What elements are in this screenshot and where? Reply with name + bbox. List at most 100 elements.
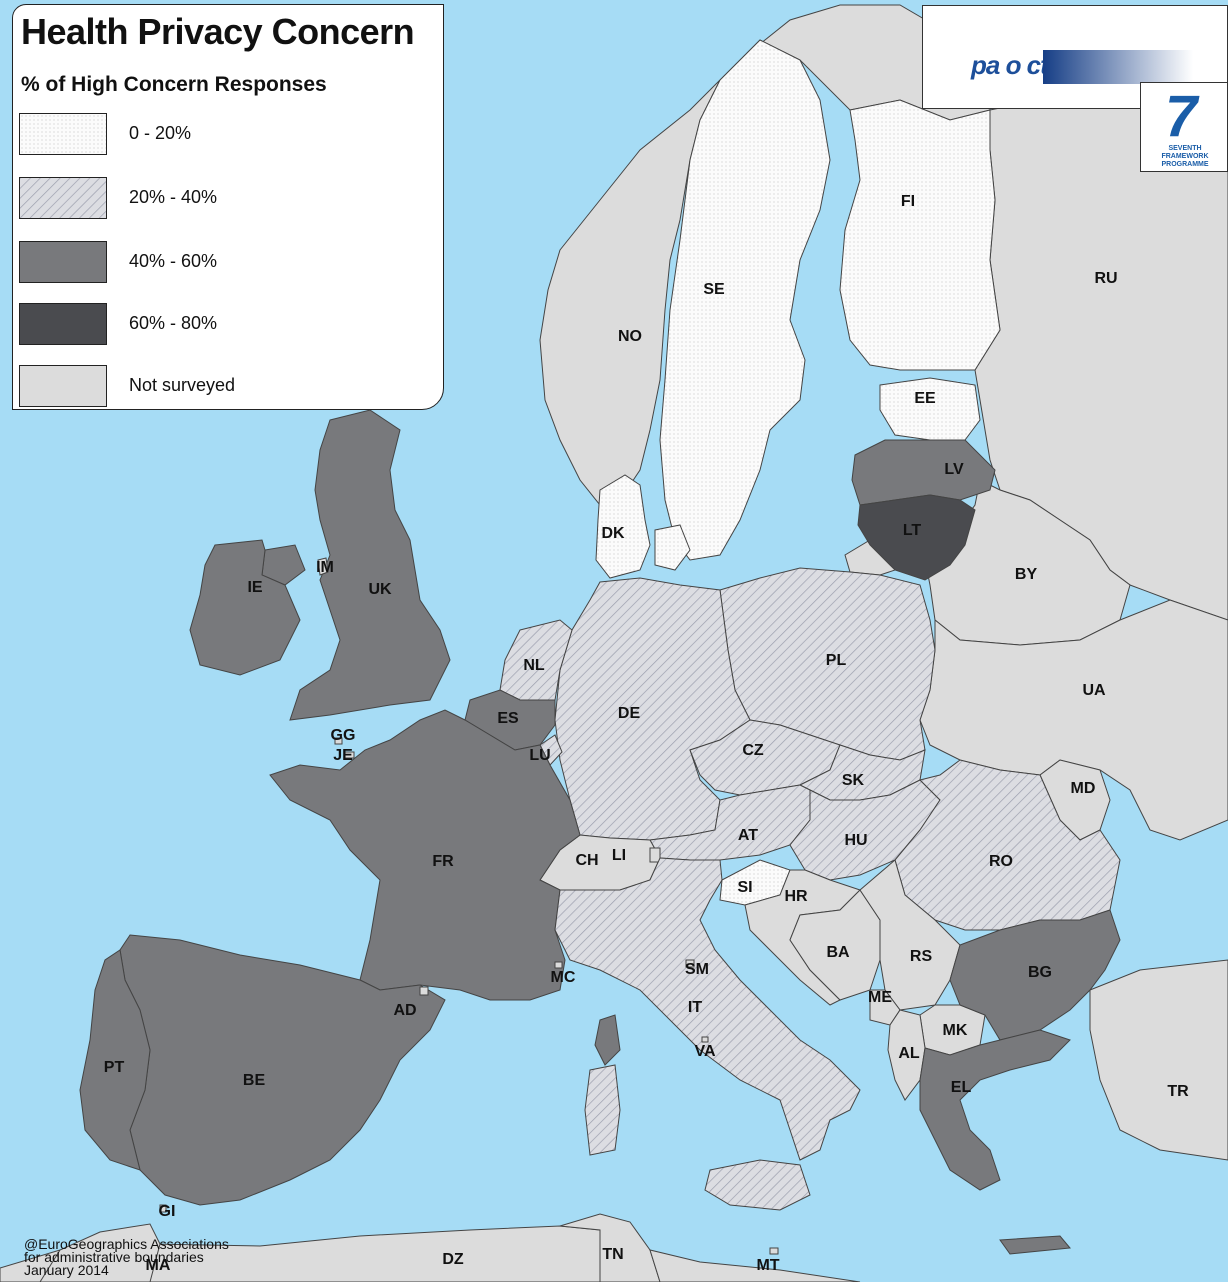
label-lv: LV	[944, 461, 964, 478]
legend-swatch-dark	[19, 303, 107, 345]
label-at: AT	[737, 827, 759, 844]
label-es: BE	[242, 1072, 266, 1089]
legend-label: 0 - 20%	[129, 123, 192, 143]
label-li: LI	[611, 847, 627, 864]
label-mk: MK	[942, 1022, 968, 1039]
label-md: MD	[1070, 780, 1096, 797]
project-logo-text: pa o ct	[971, 50, 1049, 80]
country-ba	[789, 889, 881, 1001]
label-sk: SK	[841, 772, 865, 789]
country-fr	[269, 709, 581, 1001]
legend-item-20-40: 20% - 40%	[19, 177, 439, 221]
country-it	[554, 857, 861, 1161]
country-uk	[289, 409, 451, 721]
label-ie: IE	[247, 579, 263, 596]
label-mc: MC	[550, 969, 576, 986]
label-be: ES	[497, 710, 519, 727]
label-je: JE	[333, 747, 353, 764]
label-mt: MT	[756, 1257, 780, 1274]
legend-label: 60% - 80%	[129, 313, 218, 333]
country-lt	[857, 494, 976, 581]
project-logo-bar	[1043, 50, 1193, 84]
map-title: Health Privacy Concern	[21, 11, 415, 52]
legend-swatch-medium	[19, 241, 107, 283]
label-ma: MA	[145, 1257, 171, 1274]
label-it: IT	[687, 999, 703, 1016]
label-im: IM	[316, 559, 334, 576]
legend-label: 20% - 40%	[129, 187, 218, 207]
country-im	[317, 557, 329, 576]
label-fi: FI	[900, 193, 916, 210]
country-ie	[189, 539, 301, 676]
label-el: EL	[950, 1079, 972, 1096]
legend-item-60-80: 60% - 80%	[19, 303, 439, 347]
country-it-sardinia	[584, 1064, 621, 1156]
country-el-crete	[999, 1235, 1071, 1255]
label-tn: TN	[602, 1246, 624, 1263]
label-ru: RU	[1094, 270, 1118, 287]
source-credit: @EuroGeographics Associations for admini…	[24, 1236, 229, 1278]
label-uk: UK	[368, 581, 392, 598]
country-el	[919, 1029, 1071, 1191]
label-me: ME	[868, 989, 892, 1006]
legend-item-40-60: 40% - 60%	[19, 241, 439, 285]
label-bg: BG	[1028, 964, 1052, 981]
label-lu: LU	[529, 747, 551, 764]
legend-subtitle: % of High Concern Responses	[21, 73, 327, 96]
country-gi	[159, 1204, 167, 1213]
label-dz: DZ	[442, 1251, 464, 1268]
legend-swatch-dotted	[19, 113, 107, 155]
label-ee: EE	[914, 390, 936, 407]
country-ee	[879, 377, 981, 441]
label-fr: FR	[432, 853, 454, 870]
credit-line-2: for administrative boundaries	[24, 1249, 204, 1265]
country-ua	[919, 599, 1228, 841]
legend-swatch-not-surveyed	[19, 365, 107, 407]
country-mc	[554, 961, 563, 969]
fp7-logo: 7 SEVENTH FRAMEWORK PROGRAMME	[1140, 82, 1228, 172]
label-hr: HR	[784, 888, 808, 905]
label-ro: RO	[989, 853, 1013, 870]
country-je	[344, 751, 355, 759]
label-sm: SM	[685, 961, 709, 978]
legend-panel: Health Privacy Concern % of High Concern…	[12, 4, 444, 410]
legend-swatch-hatched	[19, 177, 107, 219]
label-tr: TR	[1167, 1083, 1189, 1100]
country-fi	[839, 99, 1001, 371]
label-cz: CZ	[742, 742, 764, 759]
label-ua: UA	[1082, 682, 1106, 699]
label-va: VA	[694, 1043, 716, 1060]
country-li	[649, 847, 661, 863]
country-va	[701, 1036, 709, 1043]
label-ad: AD	[393, 1002, 417, 1019]
country-tr	[1089, 959, 1228, 1161]
country-rs	[859, 859, 961, 1011]
credit-line-1: @EuroGeographics Associations	[24, 1236, 229, 1252]
label-pt: PT	[103, 1059, 125, 1076]
label-pl: PL	[825, 652, 847, 669]
country-ly	[649, 1249, 861, 1282]
country-ad	[419, 986, 429, 996]
credit-line-3: January 2014	[24, 1262, 109, 1278]
country-it-sicily	[704, 1159, 811, 1211]
label-hu: HU	[844, 832, 868, 849]
country-bg	[949, 909, 1121, 1041]
label-al: AL	[898, 1045, 920, 1062]
fp7-text: SEVENTH FRAMEWORK PROGRAMME	[1161, 145, 1209, 168]
label-ch: CH	[575, 852, 599, 869]
label-by: BY	[1014, 566, 1038, 583]
legend-label: Not surveyed	[129, 375, 236, 395]
country-ma	[39, 1223, 161, 1282]
fp7-number: 7	[1165, 84, 1198, 149]
label-gg: GG	[330, 727, 356, 744]
label-nl: NL	[523, 657, 545, 674]
legend-item-0-20: 0 - 20%	[19, 113, 439, 157]
label-gi: GI	[158, 1203, 176, 1220]
legend-item-not-surveyed: Not surveyed	[19, 365, 439, 409]
label-si: SI	[737, 879, 753, 896]
legend-label: 40% - 60%	[129, 251, 218, 271]
country-mt	[769, 1247, 779, 1255]
label-de: DE	[617, 705, 641, 722]
